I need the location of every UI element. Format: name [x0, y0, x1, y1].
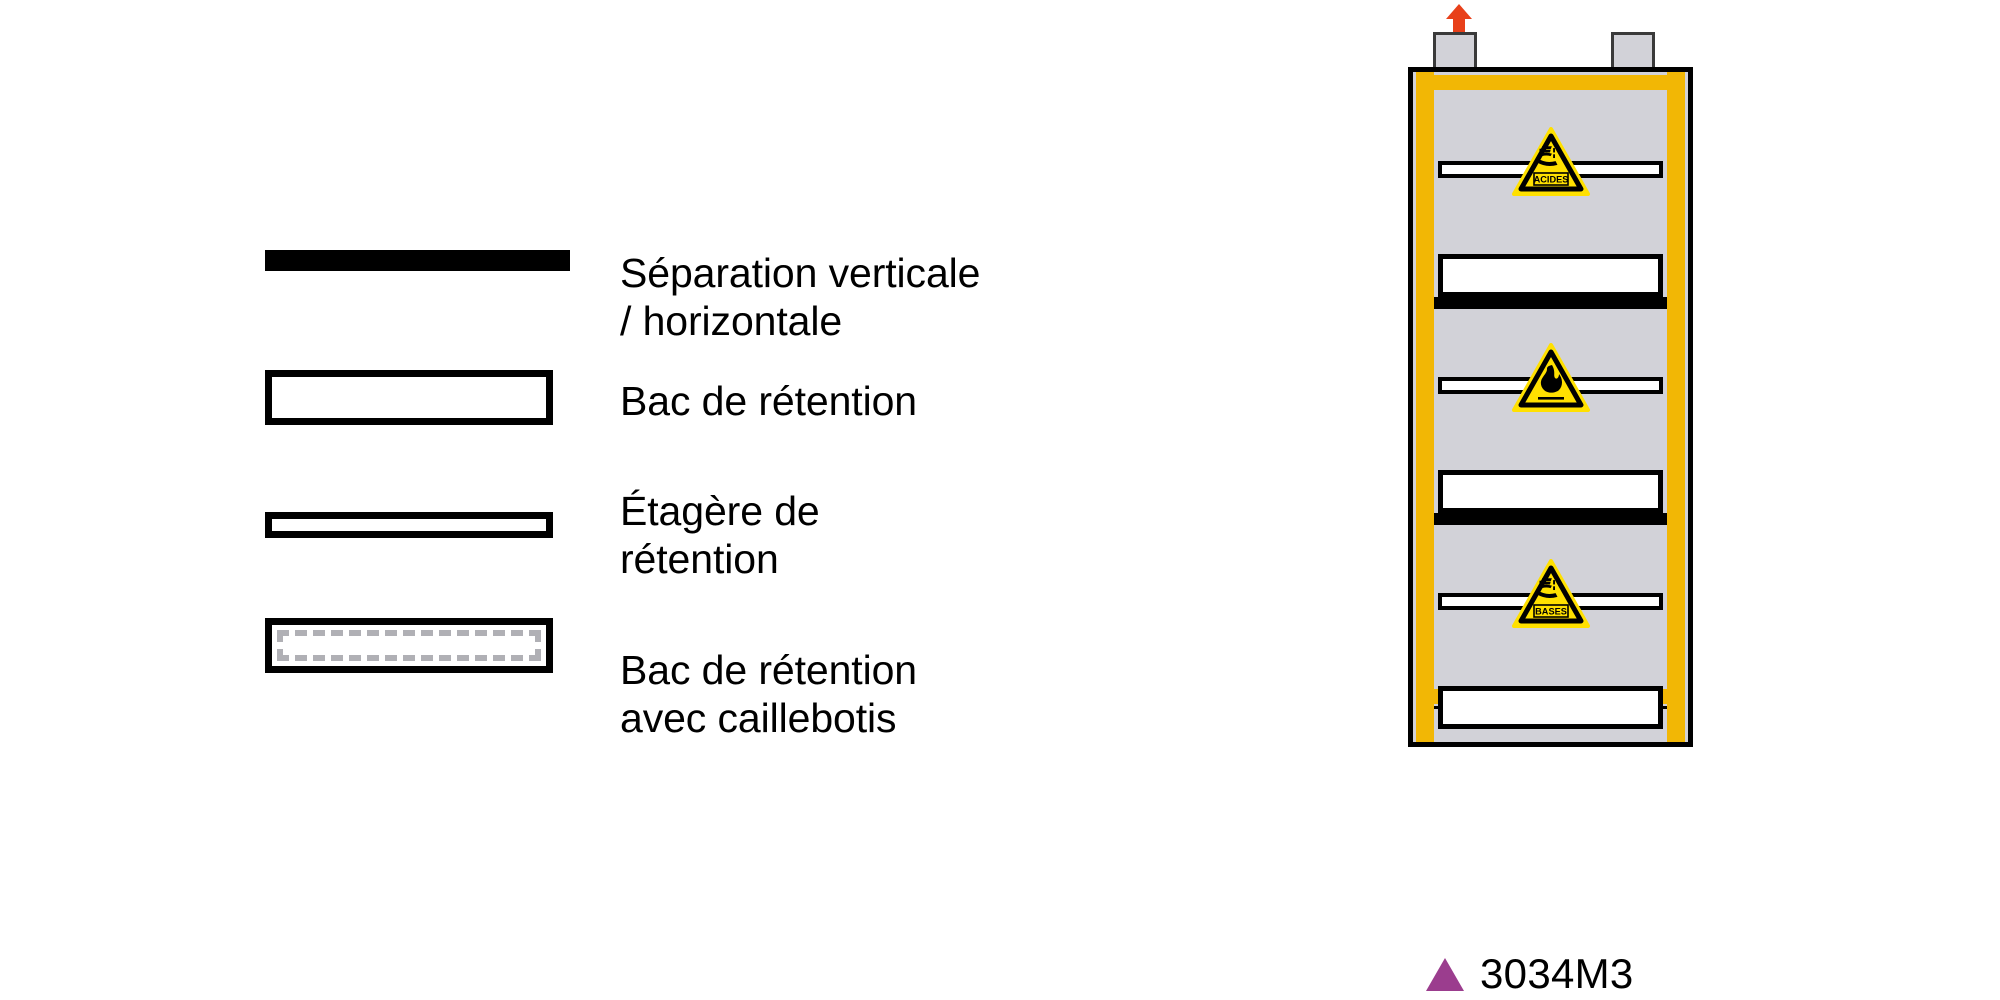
product-reference: 3034M3: [1426, 950, 1634, 998]
flammable-hazard-icon: [1511, 343, 1590, 412]
legend-label-retention-bin-grating: Bac de rétention avec caillebotis: [620, 647, 917, 741]
cabinet-diagram: ACIDES: [1406, 0, 1706, 1000]
legend-swatch-retention-shelf: [265, 512, 555, 538]
retention-bin: [1438, 254, 1663, 297]
legend-swatch-retention-bin-grating: [265, 618, 555, 673]
legend-label-retention-bin: Bac de rétention: [620, 378, 917, 424]
retention-bin: [1438, 470, 1663, 513]
purple-triangle-icon: [1426, 957, 1464, 991]
compartment-bases: BASES: [1434, 525, 1667, 733]
separation-horizontal-1: [1434, 297, 1667, 309]
hazard-label: BASES: [1535, 606, 1567, 616]
compartment-inflammables: [1434, 309, 1667, 517]
corrosive-hazard-icon: BASES: [1511, 559, 1590, 628]
legend-item-retention-bin-grating: Bac de rétention avec caillebotis: [265, 610, 1085, 761]
compartment-acides: ACIDES: [1434, 93, 1667, 301]
separation-bar-icon: [265, 250, 570, 271]
grating-pattern-icon: [277, 630, 541, 661]
legend-swatch-retention-bin: [265, 370, 555, 425]
cabinet-body: ACIDES: [1408, 67, 1693, 747]
retention-shelf-icon: [265, 512, 553, 538]
cabinet-post-left: [1416, 72, 1434, 742]
cabinet-rail-top: [1434, 75, 1667, 90]
corrosive-hazard-icon: ACIDES: [1511, 127, 1590, 196]
legend-label-separation: Séparation verticale / horizontale: [620, 250, 981, 344]
cabinet-post-right: [1667, 72, 1685, 742]
vent-cap-right-icon: [1611, 32, 1655, 68]
retention-bin-grating-icon: [265, 618, 553, 673]
legend-item-retention-bin: Bac de rétention: [265, 370, 1085, 425]
separation-horizontal-2: [1434, 513, 1667, 525]
hazard-label: ACIDES: [1533, 174, 1568, 184]
product-code: 3034M3: [1480, 950, 1634, 997]
retention-bin-icon: [265, 370, 553, 425]
vent-cap-left-icon: [1433, 32, 1477, 68]
legend-swatch-separation: [265, 250, 570, 271]
legend-item-retention-shelf: Étagère de rétention: [265, 488, 1085, 612]
exhaust-up-arrow-icon: [1446, 4, 1472, 48]
legend-label-retention-shelf: Étagère de rétention: [620, 488, 820, 582]
retention-bin: [1438, 686, 1663, 729]
